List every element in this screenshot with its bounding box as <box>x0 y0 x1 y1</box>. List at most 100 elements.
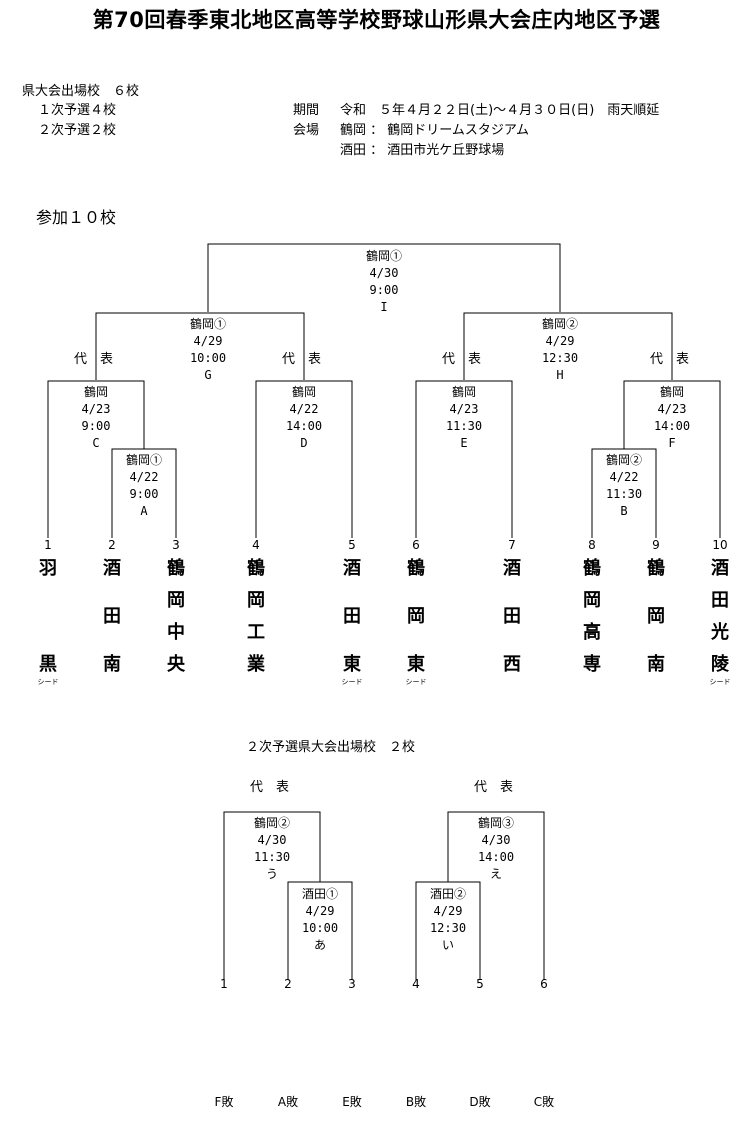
game-F-venue: 鶴岡 <box>660 384 684 399</box>
participants-heading: 参加１０校 <box>36 208 117 227</box>
slot-number: 1 <box>220 977 228 991</box>
period-value: 令和 ５年４月２２日(土)～４月３０日(日) 雨天順延 <box>340 103 660 118</box>
team-3: 鶴 岡 中 央 <box>167 557 186 675</box>
team-2-char: 田 <box>103 606 121 627</box>
team-number: 3 <box>172 538 180 552</box>
team-number: 2 <box>108 538 116 552</box>
team-1-char: 羽 <box>39 558 57 579</box>
game-H-time: 12:30 <box>542 351 578 365</box>
team-3-char: 鶴 <box>167 557 185 579</box>
game-I-date: 4/30 <box>370 266 399 280</box>
slot-number: 4 <box>412 977 420 991</box>
game-u: 鶴岡② 4/30 11:30 う <box>254 815 290 881</box>
game-I: 鶴岡① 4/30 9:00 I <box>366 248 402 314</box>
seed-mark: シード <box>710 678 731 686</box>
game-G-time: 10:00 <box>190 351 226 365</box>
game-a-date: 4/29 <box>306 904 335 918</box>
team-6-char: 岡 <box>407 606 425 627</box>
team-7: 酒 田 西 <box>503 557 521 675</box>
team-9-char: 岡 <box>647 606 665 627</box>
team-3-char: 央 <box>167 653 186 675</box>
team-10: 酒 田 光 陵 シード <box>710 557 731 686</box>
daihyo-label: 代 表 <box>282 352 321 367</box>
game-E-id: E <box>460 436 467 450</box>
game-C-venue: 鶴岡 <box>84 384 108 399</box>
daihyo-label: 代 表 <box>442 352 481 367</box>
team-1: 羽 黒 シード <box>38 558 59 686</box>
team-5-char: 田 <box>343 606 361 627</box>
page-title: 第70回春季東北地区高等学校野球山形県大会庄内地区予選 <box>92 8 661 32</box>
game-H-venue: 鶴岡② <box>542 316 578 331</box>
game-b-id: い <box>442 938 454 952</box>
game-H: 鶴岡② 4/29 12:30 H <box>542 316 578 382</box>
game-A-venue: 鶴岡① <box>126 452 162 467</box>
game-C-id: C <box>92 436 99 450</box>
loser-label: E敗 <box>342 1094 362 1109</box>
game-I-id: I <box>380 300 387 314</box>
game-C-time: 9:00 <box>82 419 111 433</box>
team-7-char: 西 <box>503 654 521 675</box>
game-u-date: 4/30 <box>258 833 287 847</box>
daihyo-label: 代 表 <box>250 780 289 795</box>
team-number: 10 <box>712 538 727 552</box>
team-4-char: 工 <box>247 622 265 643</box>
game-e-venue: 鶴岡③ <box>478 815 514 830</box>
game-a-id: あ <box>314 938 326 952</box>
slot-number: 6 <box>540 977 548 991</box>
game-F: 鶴岡 4/23 14:00 F <box>654 384 690 450</box>
game-u-time: 11:30 <box>254 850 290 864</box>
second-slot-numbers: 1 2 3 4 5 6 <box>220 977 548 991</box>
team-4: 鶴 岡 工 業 <box>246 557 266 675</box>
game-a-time: 10:00 <box>302 921 338 935</box>
game-u-id: う <box>266 867 278 881</box>
team-6: 鶴 岡 東 シード <box>406 557 427 686</box>
team-10-char: 酒 <box>711 557 729 579</box>
game-a: 酒田① 4/29 10:00 あ <box>302 887 338 952</box>
team-numbers: 1 2 3 4 5 6 7 8 9 10 <box>44 538 727 552</box>
game-A-date: 4/22 <box>130 470 159 484</box>
team-9-char: 南 <box>647 653 665 675</box>
daihyo-label: 代 表 <box>650 352 689 367</box>
game-b-time: 12:30 <box>430 921 466 935</box>
team-7-char: 酒 <box>503 557 521 579</box>
game-D-time: 14:00 <box>286 419 322 433</box>
team-8-char: 高 <box>583 621 601 643</box>
round2-text: ２次予選２校 <box>38 123 117 138</box>
team-9-char: 鶴 <box>647 557 665 579</box>
game-D-venue: 鶴岡 <box>292 384 316 399</box>
game-b: 酒田② 4/29 12:30 い <box>430 887 466 952</box>
slot-number: 3 <box>348 977 356 991</box>
game-F-time: 14:00 <box>654 419 690 433</box>
game-H-date: 4/29 <box>546 334 575 348</box>
game-e: 鶴岡③ 4/30 14:00 え <box>478 815 514 881</box>
team-4-char: 鶴 <box>247 557 265 579</box>
team-6-char: 鶴 <box>407 557 425 579</box>
team-6-char: 東 <box>407 653 425 675</box>
slot-number: 2 <box>284 977 292 991</box>
team-1-char: 黒 <box>39 654 57 675</box>
team-10-char: 光 <box>710 621 729 643</box>
seed-mark: シード <box>38 678 59 686</box>
loser-label: B敗 <box>406 1094 426 1109</box>
team-10-char: 田 <box>711 590 729 611</box>
game-E-venue: 鶴岡 <box>452 384 476 399</box>
period-label: 期間 <box>293 103 320 118</box>
game-D-date: 4/22 <box>290 402 319 416</box>
game-D: 鶴岡 4/22 14:00 D <box>286 384 322 450</box>
team-number: 6 <box>412 538 420 552</box>
team-8-char: 鶴 <box>583 557 601 579</box>
team-9: 鶴 岡 南 <box>647 557 665 675</box>
team-2-char: 酒 <box>103 557 121 579</box>
game-A-time: 9:00 <box>130 487 159 501</box>
game-H-id: H <box>556 368 563 382</box>
game-b-venue: 酒田② <box>430 887 466 901</box>
venue-tsuruoka: 鶴岡 ： 鶴岡ドリームスタジアム <box>340 123 529 138</box>
game-B-date: 4/22 <box>610 470 639 484</box>
venue-sakata: 酒田 ： 酒田市光ケ丘野球場 <box>340 143 505 158</box>
game-B: 鶴岡② 4/22 11:30 B <box>606 452 642 518</box>
seed-mark: シード <box>342 678 363 686</box>
qualifiers-text: 県大会出場校 ６校 <box>22 84 140 99</box>
game-E-date: 4/23 <box>450 402 479 416</box>
game-u-venue: 鶴岡② <box>254 815 290 830</box>
